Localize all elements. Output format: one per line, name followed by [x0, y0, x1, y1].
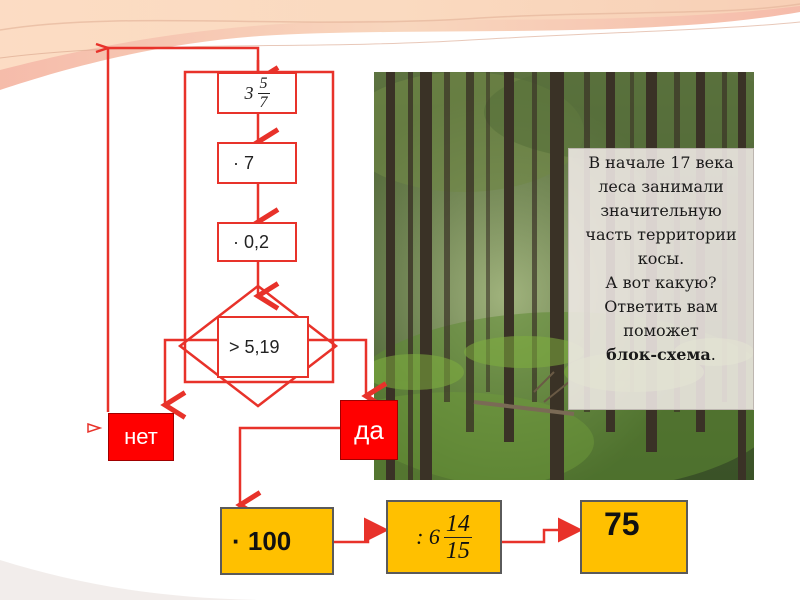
no-branch-label: нет — [124, 424, 158, 449]
condition-box: > 5,19 — [217, 316, 309, 378]
yes-branch-label: да — [354, 414, 384, 445]
multiply-7-label: · 7 — [233, 152, 255, 173]
start-whole: 3 — [244, 82, 254, 103]
start-fraction-num: 5 — [257, 74, 270, 94]
yes-branch-box: да — [340, 400, 398, 460]
result-label: 75 — [604, 506, 640, 542]
story-line-1: В начале 17 века — [588, 153, 734, 172]
story-text-panel: В начале 17 века леса занимали значитель… — [568, 148, 754, 410]
story-line-8: поможет — [623, 321, 699, 340]
story-line-2: леса занимали — [598, 177, 724, 196]
story-line-6: А вот какую? — [605, 273, 717, 292]
multiply-0-2-box: · 0,2 — [217, 222, 297, 262]
multiply-100-label: · 100 — [232, 525, 292, 556]
condition-label: > 5,19 — [229, 336, 280, 357]
story-line-7: Ответить вам — [604, 297, 718, 316]
multiply-100-box: · 100 — [220, 507, 334, 575]
start-fraction: 5 7 — [257, 74, 270, 111]
multiply-7-box: · 7 — [217, 142, 297, 184]
story-period: . — [710, 345, 716, 364]
story-line-4: часть территории — [585, 225, 737, 244]
story-keyword: блок-схема — [606, 345, 711, 364]
start-fraction-den: 7 — [259, 93, 268, 111]
multiply-0-2-label: · 0,2 — [233, 231, 270, 252]
result-box: 75 — [580, 500, 688, 574]
divide-fraction-den: 15 — [445, 537, 470, 564]
start-number-box: 3 5 7 — [217, 72, 297, 114]
divide-fraction: 14 15 — [443, 510, 472, 564]
story-line-3: значительную — [600, 201, 722, 220]
story-line-9: блок-схема. — [569, 343, 753, 367]
story-line-5: косы. — [637, 249, 685, 268]
divide-prefix: : 6 — [416, 524, 440, 549]
divide-box: : 6 14 15 — [386, 500, 502, 574]
divide-fraction-num: 14 — [443, 510, 472, 538]
no-branch-box: нет — [108, 413, 174, 461]
